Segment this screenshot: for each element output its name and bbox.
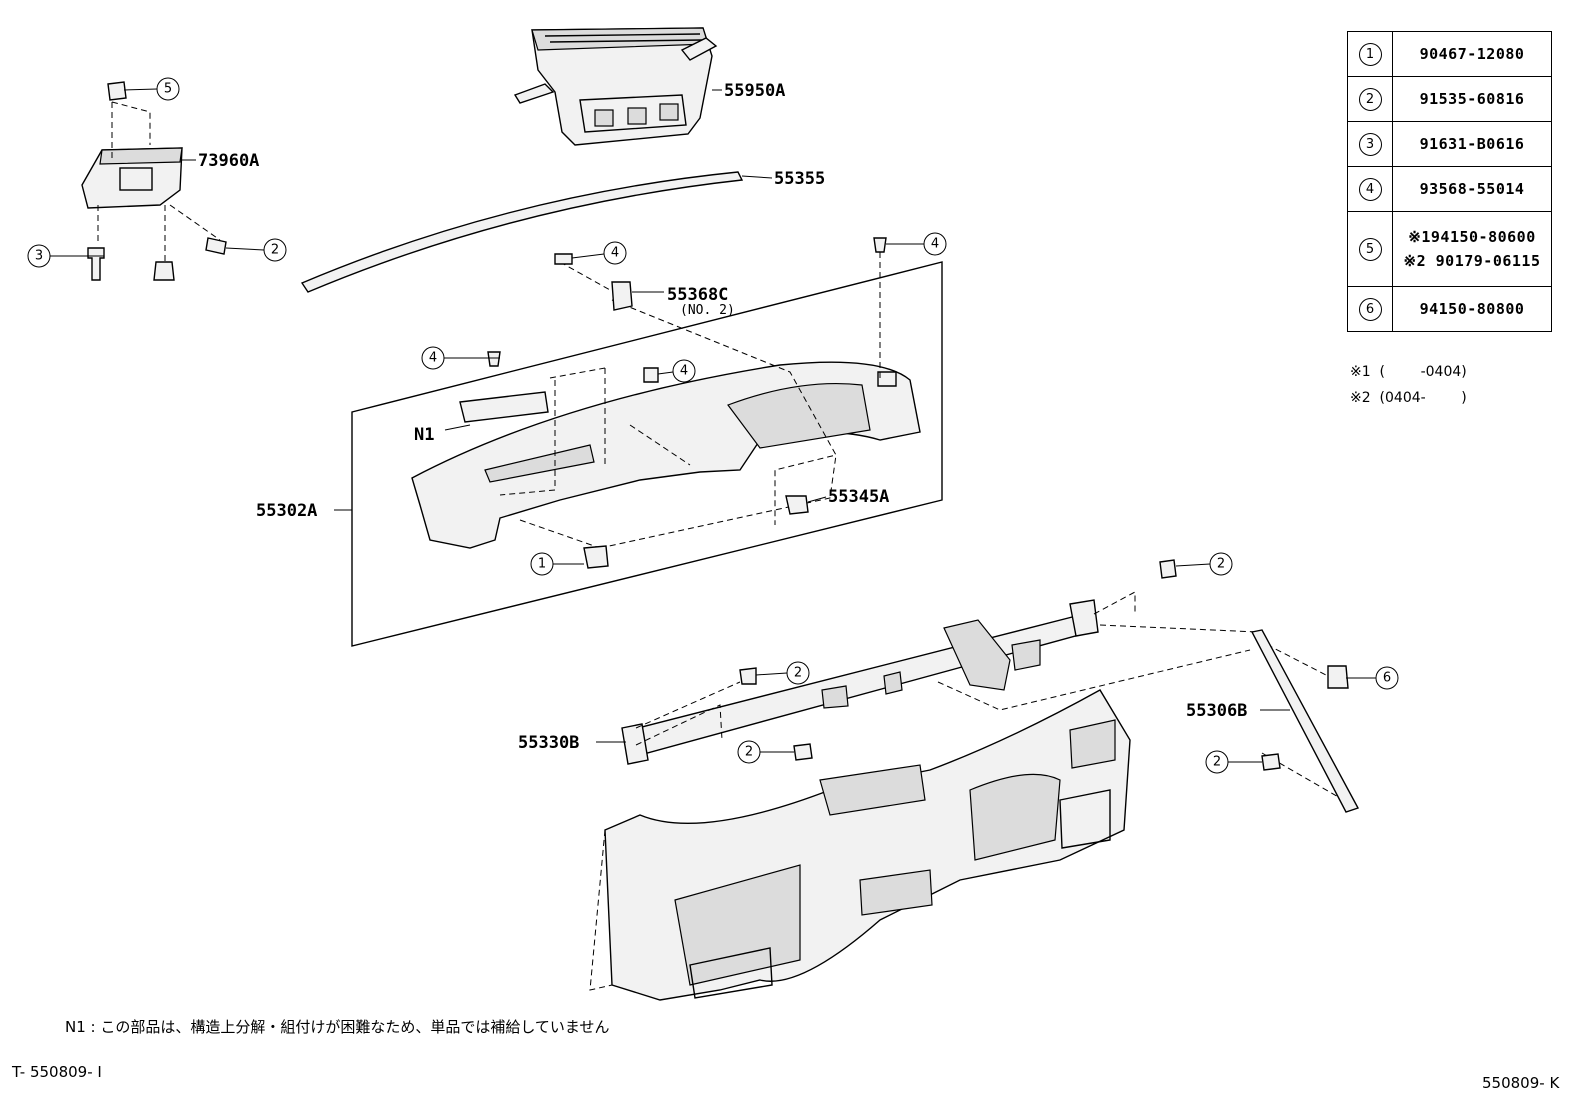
strip-55355: [300, 171, 744, 293]
screw-2-beam-right: [1159, 559, 1177, 579]
label-55950a: 55950A: [724, 81, 785, 101]
part-number: 90467-12080: [1419, 45, 1525, 63]
screw-2-beam-left: [739, 667, 757, 685]
callout-5: 5: [156, 77, 180, 101]
clip-1: [583, 545, 609, 569]
svg-text:6: 6: [1383, 671, 1391, 686]
reinforcement-beam-55330b: [621, 599, 1099, 765]
label-73960a: 73960A: [198, 151, 259, 171]
table-row: 5 ※194150-80600 ※2 90179-06115: [1347, 211, 1552, 287]
screw-2-beam-bottom: [793, 743, 813, 761]
callout-6: 6: [1375, 666, 1399, 690]
label-55345a: 55345A: [828, 487, 889, 507]
callout-2-brace: 2: [1205, 750, 1229, 774]
table-index: 3: [1358, 132, 1382, 156]
figure-code-right: 550809- K: [1482, 1074, 1560, 1092]
part-number: 93568-55014: [1419, 180, 1525, 198]
screw-4-c: [487, 351, 501, 367]
part-number: ※194150-80600: [1408, 228, 1536, 246]
bolt-3: [87, 247, 105, 281]
label-55368c: 55368C: [667, 285, 728, 305]
clip-55345a: [785, 495, 809, 515]
table-row: 3 91631-B0616: [1347, 121, 1552, 167]
screw-4-d: [643, 367, 659, 383]
screw-4-a: [554, 253, 573, 265]
parts-table: 1 90467-12080 2 91535-60816 3 91631-B061…: [1347, 31, 1552, 332]
svg-text:4: 4: [680, 364, 688, 379]
part-number: 94150-80800: [1419, 300, 1525, 318]
label-n1: N1: [414, 425, 434, 445]
screw-4-b: [873, 237, 887, 253]
part-number: ※2 90179-06115: [1403, 252, 1541, 270]
svg-text:3: 3: [35, 249, 43, 264]
nut-6: [1327, 665, 1349, 689]
table-index: 2: [1358, 87, 1382, 111]
table-row: 1 90467-12080: [1347, 31, 1552, 77]
assembly-frame-55302a: [351, 261, 943, 647]
label-55306b: 55306B: [1186, 701, 1247, 721]
table-row: 2 91535-60816: [1347, 76, 1552, 122]
svg-text:4: 4: [611, 246, 619, 261]
footnote-n1: N1 : この部品は、構造上分解・組付けが困難なため、単品では補給していません: [65, 1018, 610, 1036]
callout-4-a: 4: [603, 241, 627, 265]
callout-4-c: 4: [421, 346, 445, 370]
clip-73960a: [153, 261, 175, 281]
svg-text:5: 5: [164, 82, 172, 97]
table-index: 1: [1358, 42, 1382, 66]
svg-text:2: 2: [745, 745, 753, 760]
callout-2-beam-right: 2: [1209, 552, 1233, 576]
defroster-nozzle-55950a: [513, 27, 718, 146]
label-55355: 55355: [774, 169, 825, 189]
part-number: 91631-B0616: [1419, 135, 1525, 153]
callout-2-upper: 2: [263, 238, 287, 262]
figure-code-left: T- 550809- I: [12, 1063, 102, 1081]
table-row: 4 93568-55014: [1347, 166, 1552, 212]
callout-4-b: 4: [923, 232, 947, 256]
label-55302a: 55302A: [256, 501, 317, 521]
note-range-1: ※1 ( -0404): [1350, 364, 1467, 380]
callout-4-d: 4: [672, 359, 696, 383]
callout-2-beam-bottom: 2: [737, 740, 761, 764]
table-row: 6 94150-80800: [1347, 286, 1552, 332]
table-index: 5: [1358, 237, 1382, 261]
svg-text:2: 2: [794, 666, 802, 681]
clip-55368c: [611, 281, 633, 311]
svg-text:4: 4: [931, 237, 939, 252]
screw-2-brace: [1261, 753, 1281, 771]
callout-1: 1: [530, 552, 554, 576]
callout-3: 3: [27, 244, 51, 268]
brace-55306b: [1250, 629, 1360, 813]
label-55330b: 55330B: [518, 733, 579, 753]
label-55368c-sub: (NO. 2): [680, 303, 735, 318]
clock-assembly-73960a: [81, 81, 183, 209]
svg-text:1: 1: [538, 557, 546, 572]
note-range-2: ※2 (0404- ): [1350, 390, 1467, 406]
part-number: 91535-60816: [1419, 90, 1525, 108]
svg-text:2: 2: [1213, 755, 1221, 770]
upper-panel-55302a: [411, 361, 921, 549]
table-index: 6: [1358, 297, 1382, 321]
callout-2-beam-left: 2: [786, 661, 810, 685]
lower-instrument-panel: [604, 689, 1131, 1001]
svg-text:2: 2: [1217, 557, 1225, 572]
svg-text:2: 2: [271, 243, 279, 258]
screw-2-upper: [205, 237, 227, 255]
svg-text:4: 4: [429, 351, 437, 366]
table-index: 4: [1358, 177, 1382, 201]
